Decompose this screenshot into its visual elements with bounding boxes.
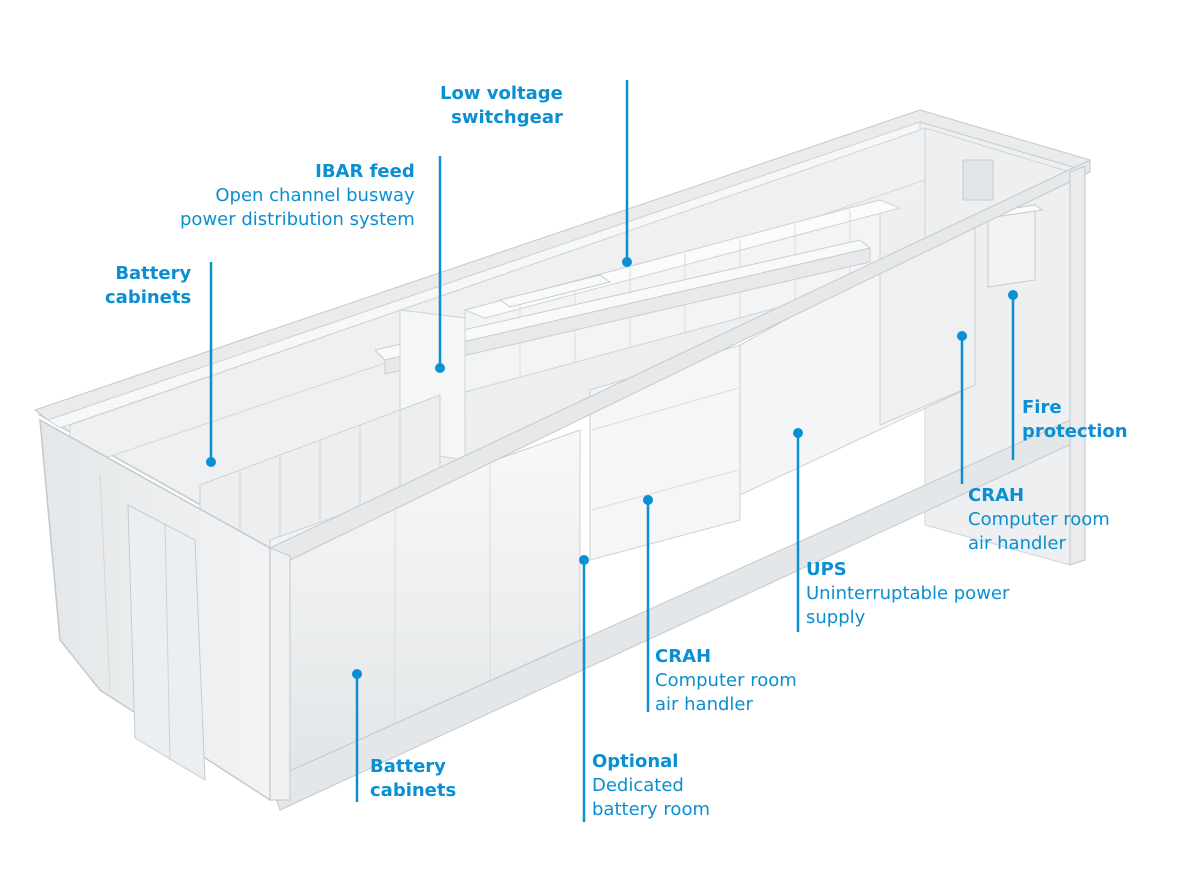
label-desc-line-1: Computer room bbox=[655, 670, 797, 691]
label-battery-cabinets-top: Battery cabinets bbox=[105, 262, 191, 310]
label-fire-protection: Fire protection bbox=[1022, 396, 1128, 444]
label-title: Optional bbox=[592, 751, 679, 772]
label-title: CRAH bbox=[968, 485, 1025, 506]
label-optional-battery-room: Optional Dedicated battery room bbox=[592, 750, 710, 822]
leader-battery-cabinets-top-dot bbox=[206, 457, 216, 467]
label-title: CRAH bbox=[655, 646, 712, 667]
label-desc-line-2: battery room bbox=[592, 799, 710, 820]
leader-ibar-feed bbox=[435, 156, 445, 373]
label-desc-line-1: Open channel busway bbox=[215, 185, 415, 206]
label-title-line-1: Battery bbox=[370, 756, 446, 777]
label-desc-line-2: air handler bbox=[655, 694, 753, 715]
leader-fire-protection bbox=[1008, 290, 1018, 460]
leader-optional-battery-room bbox=[579, 555, 589, 822]
label-title-line-2: cabinets bbox=[370, 780, 457, 801]
leader-crah-mid-dot bbox=[643, 495, 653, 505]
label-title: UPS bbox=[806, 559, 847, 580]
busway-duct bbox=[374, 239, 872, 375]
leader-crah-right bbox=[957, 331, 967, 484]
leader-fire-protection-dot bbox=[1008, 290, 1018, 300]
leader-battery-cabinets-top bbox=[206, 262, 216, 467]
label-desc-line-2: power distribution system bbox=[180, 209, 415, 230]
leader-ups bbox=[793, 428, 803, 632]
label-desc-line-2: air handler bbox=[968, 533, 1066, 554]
leader-battery-cabinets-bottom bbox=[352, 669, 362, 802]
label-crah-mid: CRAH Computer room air handler bbox=[655, 645, 797, 717]
label-ups: UPS Uninterruptable power supply bbox=[806, 558, 1009, 630]
label-title-line-1: Fire bbox=[1022, 397, 1062, 418]
callout-leaders bbox=[206, 80, 1018, 822]
label-title: IBAR feed bbox=[315, 161, 415, 182]
leader-low-voltage-switchgear-dot bbox=[622, 257, 632, 267]
label-title-line-1: Low voltage bbox=[440, 83, 563, 104]
leader-optional-battery-room-dot bbox=[579, 555, 589, 565]
label-title-line-2: cabinets bbox=[105, 287, 192, 308]
label-battery-cabinets-bottom: Battery cabinets bbox=[370, 755, 456, 803]
leader-ups-dot bbox=[793, 428, 803, 438]
label-crah-right: CRAH Computer room air handler bbox=[968, 484, 1110, 556]
leader-crah-mid bbox=[643, 495, 653, 712]
leader-crah-right-dot bbox=[957, 331, 967, 341]
container-left-end-wall bbox=[39, 418, 271, 802]
leader-low-voltage-switchgear bbox=[622, 80, 632, 267]
label-title-line-1: Battery bbox=[115, 263, 192, 284]
label-title-line-2: switchgear bbox=[451, 107, 563, 128]
label-ibar-feed: IBAR feed Open channel busway power dist… bbox=[180, 160, 415, 232]
container-front-rail bbox=[269, 165, 1086, 811]
label-title-line-2: protection bbox=[1022, 421, 1128, 442]
label-low-voltage-switchgear: Low voltage switchgear bbox=[440, 82, 563, 130]
leader-battery-cabinets-bottom-dot bbox=[352, 669, 362, 679]
leader-ibar-feed-dot bbox=[435, 363, 445, 373]
label-desc-line-2: supply bbox=[806, 607, 866, 628]
label-desc-line-1: Uninterruptable power bbox=[806, 583, 1010, 604]
label-desc-line-1: Computer room bbox=[968, 509, 1110, 530]
label-desc-line-1: Dedicated bbox=[592, 775, 684, 796]
